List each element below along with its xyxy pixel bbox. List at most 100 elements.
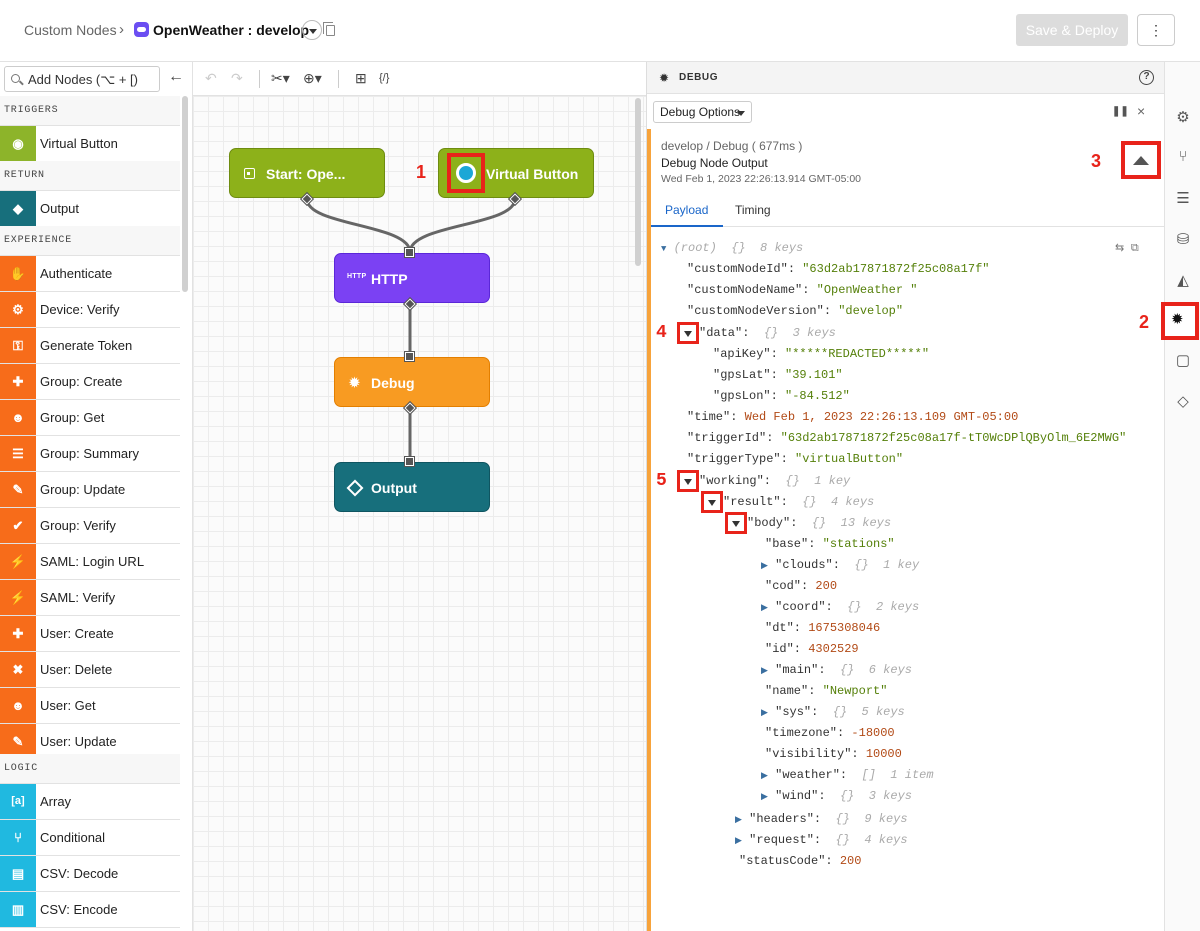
- variables-icon[interactable]: {/}: [379, 72, 390, 84]
- palette-item-label: SAML: Verify: [40, 590, 116, 605]
- palette-scrollbar[interactable]: [182, 96, 188, 292]
- palette-item-generate-token[interactable]: ⚿ Generate Token: [0, 328, 180, 364]
- palette-item-output[interactable]: ◆ Output: [0, 191, 180, 227]
- node-start[interactable]: Start: Ope...: [229, 148, 385, 198]
- palette-item-virtual-button[interactable]: ◉ Virtual Button: [0, 126, 180, 162]
- redo-icon[interactable]: ↷: [231, 70, 243, 86]
- palette-item-device-verify[interactable]: ⚙ Device: Verify: [0, 292, 180, 328]
- input-port[interactable]: [404, 456, 415, 467]
- undo-icon[interactable]: ↶: [205, 70, 217, 86]
- expand-toggle-icon[interactable]: [725, 512, 747, 534]
- palette-item-saml-verify[interactable]: ⚡ SAML: Verify: [0, 580, 180, 616]
- diamond-icon[interactable]: ◇: [1177, 393, 1189, 410]
- json-key: "headers":: [749, 812, 822, 826]
- input-port[interactable]: [404, 351, 415, 362]
- expand-toggle-icon[interactable]: ▶: [761, 792, 768, 802]
- debug-panel: ✹ DEBUG ? Debug Options ❚❚ × develop / D…: [646, 62, 1165, 931]
- expand-toggle-icon[interactable]: ▶: [735, 815, 742, 825]
- palette-item-group-verify[interactable]: ✔ Group: Verify: [0, 508, 180, 544]
- json-value: 1675308046: [808, 621, 881, 635]
- expand-toggle-icon[interactable]: ▶: [761, 561, 768, 571]
- json-key: "dt":: [765, 621, 802, 635]
- add-nodes-search-input[interactable]: Add Nodes (⌥ + [): [4, 66, 160, 92]
- expand-toggle-icon[interactable]: ▶: [761, 603, 768, 613]
- json-key: "cod":: [765, 579, 809, 593]
- json-key: "gpsLon":: [713, 389, 778, 403]
- palette-item-group-get[interactable]: ☻ Group: Get: [0, 400, 180, 436]
- collapse-palette-arrow-icon[interactable]: ←: [168, 68, 184, 85]
- add-nodes-placeholder: Add Nodes (⌥ + [): [28, 72, 138, 87]
- section-triggers: TRIGGERS: [0, 96, 180, 126]
- group-check-icon: ✔: [0, 508, 36, 543]
- expand-toggle-icon[interactable]: ▼: [661, 244, 667, 254]
- copy-icon[interactable]: [323, 22, 335, 36]
- database-icon[interactable]: ⛁: [1176, 231, 1190, 248]
- json-key: "data":: [699, 326, 750, 340]
- json-meta: {} 3 keys: [839, 789, 912, 803]
- scissors-cut-icon[interactable]: ✂▾: [271, 70, 290, 86]
- palette-item-csv-decode[interactable]: ▤ CSV: Decode: [0, 856, 180, 892]
- breadcrumb-separator: ›: [119, 21, 124, 38]
- debug-options-dropdown[interactable]: Debug Options: [653, 101, 752, 123]
- saml-icon: ⚡: [0, 544, 36, 579]
- expand-toggle-icon[interactable]: ▶: [761, 771, 768, 781]
- virtual-button-icon: ◉: [0, 126, 36, 161]
- save-deploy-button[interactable]: Save & Deploy: [1016, 14, 1128, 46]
- zoom-icon[interactable]: ⊕▾: [303, 70, 322, 86]
- palette-item-group-update[interactable]: ✎ Group: Update: [0, 472, 180, 508]
- json-key: "visibility":: [765, 747, 859, 761]
- palette-item-user-create[interactable]: ✚ User: Create: [0, 616, 180, 652]
- palette-item-group-summary[interactable]: ☰ Group: Summary: [0, 436, 180, 472]
- json-key: "name":: [765, 684, 816, 698]
- tab-timing[interactable]: Timing: [735, 203, 771, 217]
- help-icon[interactable]: ?: [1139, 70, 1154, 85]
- tab-payload[interactable]: Payload: [665, 203, 709, 217]
- git-branch-icon[interactable]: ⑂: [1178, 148, 1188, 165]
- virtual-button-trigger-icon[interactable]: [447, 153, 485, 193]
- palette-item-user-delete[interactable]: ✖ User: Delete: [0, 652, 180, 688]
- palette-item-array[interactable]: [a] Array: [0, 784, 180, 820]
- expand-toggle-icon[interactable]: ▶: [761, 666, 768, 676]
- breadcrumb-custom-nodes[interactable]: Custom Nodes: [24, 22, 117, 38]
- palette-item-conditional[interactable]: ⑂ Conditional: [0, 820, 180, 856]
- debug-bug-icon[interactable]: ✹: [1161, 302, 1199, 340]
- palette-item-csv-encode[interactable]: ▥ CSV: Encode: [0, 892, 180, 928]
- palette-item-user-get[interactable]: ☻ User: Get: [0, 688, 180, 724]
- json-value: 10000: [865, 747, 902, 761]
- palette-item-group-create[interactable]: ✚ Group: Create: [0, 364, 180, 400]
- square-icon[interactable]: ▢: [1175, 352, 1191, 369]
- json-meta: {} 6 keys: [839, 663, 912, 677]
- pause-icon[interactable]: ❚❚: [1112, 106, 1129, 117]
- clear-close-icon[interactable]: ×: [1137, 103, 1146, 119]
- chart-icon[interactable]: ◭: [1177, 272, 1189, 289]
- json-tools-icons[interactable]: ⇆ ⧉: [1115, 243, 1139, 255]
- expand-toggle-icon[interactable]: [677, 322, 699, 344]
- node-debug[interactable]: ✹ Debug: [334, 357, 490, 407]
- palette-item-authenticate[interactable]: ✋ Authenticate: [0, 256, 180, 292]
- node-virtual-button[interactable]: Virtual Button: [438, 148, 594, 198]
- list-icon[interactable]: ☰: [1176, 190, 1190, 207]
- active-tab-underline: [651, 225, 723, 227]
- gear-icon[interactable]: ⚙: [1176, 109, 1190, 126]
- json-key: "gpsLat":: [713, 368, 778, 382]
- expand-toggle-icon[interactable]: ▶: [735, 836, 742, 846]
- http-icon: HTTP: [347, 273, 367, 280]
- expand-toggle-icon[interactable]: ▶: [761, 708, 768, 718]
- node-output[interactable]: Output: [334, 462, 490, 512]
- canvas-scrollbar[interactable]: [635, 98, 641, 266]
- more-menu-button[interactable]: ⋮: [1137, 14, 1175, 46]
- json-value: 4302529: [808, 642, 859, 656]
- palette-item-label: Output: [40, 201, 80, 216]
- workflow-canvas[interactable]: Start: Ope... Virtual Button 1 HTTP HTTP…: [193, 96, 646, 931]
- json-key: "request":: [749, 833, 822, 847]
- comment-add-icon[interactable]: ⊞: [355, 70, 367, 86]
- expand-toggle-icon[interactable]: [677, 470, 699, 492]
- expand-toggle-icon[interactable]: [701, 491, 723, 513]
- node-label: Debug: [371, 375, 415, 391]
- collapse-entry-chevron-up-icon[interactable]: [1121, 141, 1161, 179]
- palette-item-saml-login-url[interactable]: ⚡ SAML: Login URL: [0, 544, 180, 580]
- input-port[interactable]: [404, 247, 415, 258]
- node-http[interactable]: HTTP HTTP: [334, 253, 490, 303]
- key-icon: ⚿: [0, 328, 36, 363]
- version-dropdown-chevron-icon[interactable]: [302, 20, 322, 40]
